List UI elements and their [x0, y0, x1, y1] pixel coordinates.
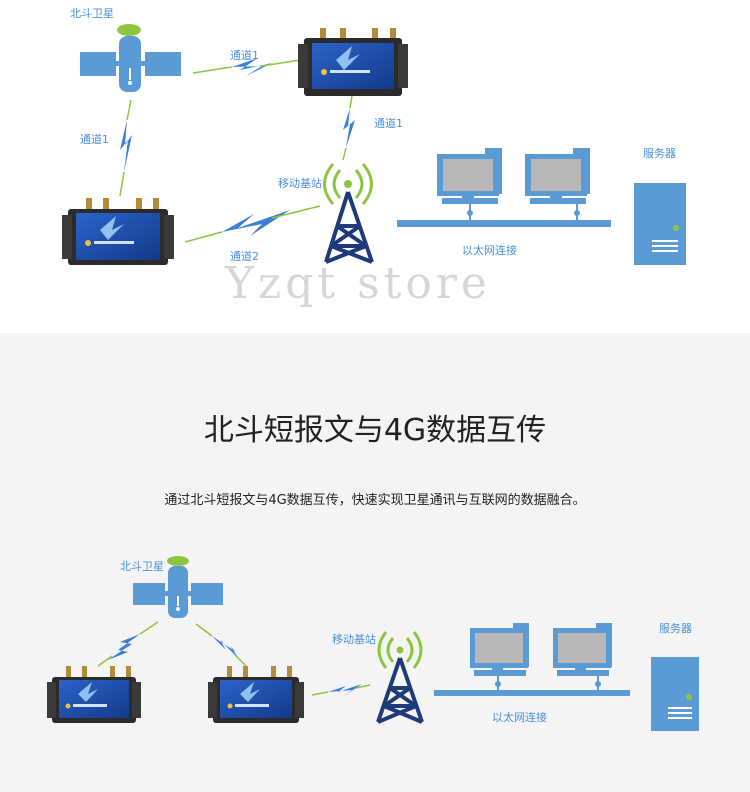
computer-icon-2: [525, 148, 590, 204]
channel1-link-left: [119, 99, 132, 197]
ethernet-label: 以太网连接: [462, 244, 517, 257]
ethernet-label-bottom: 以太网连接: [492, 711, 547, 724]
channel1-label-left: 通道1: [80, 133, 109, 146]
top-diagram-graphics: [62, 24, 686, 265]
bottom-diagram-panel: [0, 333, 750, 792]
router-top: [298, 28, 408, 96]
channel1-label-right: 通道1: [374, 117, 403, 130]
server-label-bottom: 服务器: [659, 622, 692, 635]
satellite-label: 北斗卫星: [70, 7, 114, 20]
channel1-link-base: [342, 95, 355, 161]
satellite-label-bottom: 北斗卫星: [120, 560, 164, 573]
channel1-link-top: [192, 58, 301, 76]
channel1-label-top: 通道1: [230, 49, 259, 62]
base-station-label: 移动基站: [278, 177, 322, 190]
satellite-icon: [80, 24, 181, 92]
server-icon: [634, 183, 686, 265]
base-station-icon: [323, 163, 374, 264]
router-left: [62, 198, 174, 265]
section-title: 北斗短报文与4G数据互传: [203, 413, 547, 448]
ethernet-bus: [397, 200, 611, 227]
server-label: 服务器: [643, 147, 676, 160]
watermark: Yzqt store: [225, 258, 491, 309]
computer-icon-1: [437, 148, 502, 204]
section-subtitle: 通过北斗短报文与4G数据互传，快速实现卫星通讯与互联网的数据融合。: [164, 493, 586, 508]
channel2-label: 通道2: [230, 250, 259, 263]
channel2-link: [184, 205, 321, 243]
base-station-label-bottom: 移动基站: [332, 633, 376, 646]
